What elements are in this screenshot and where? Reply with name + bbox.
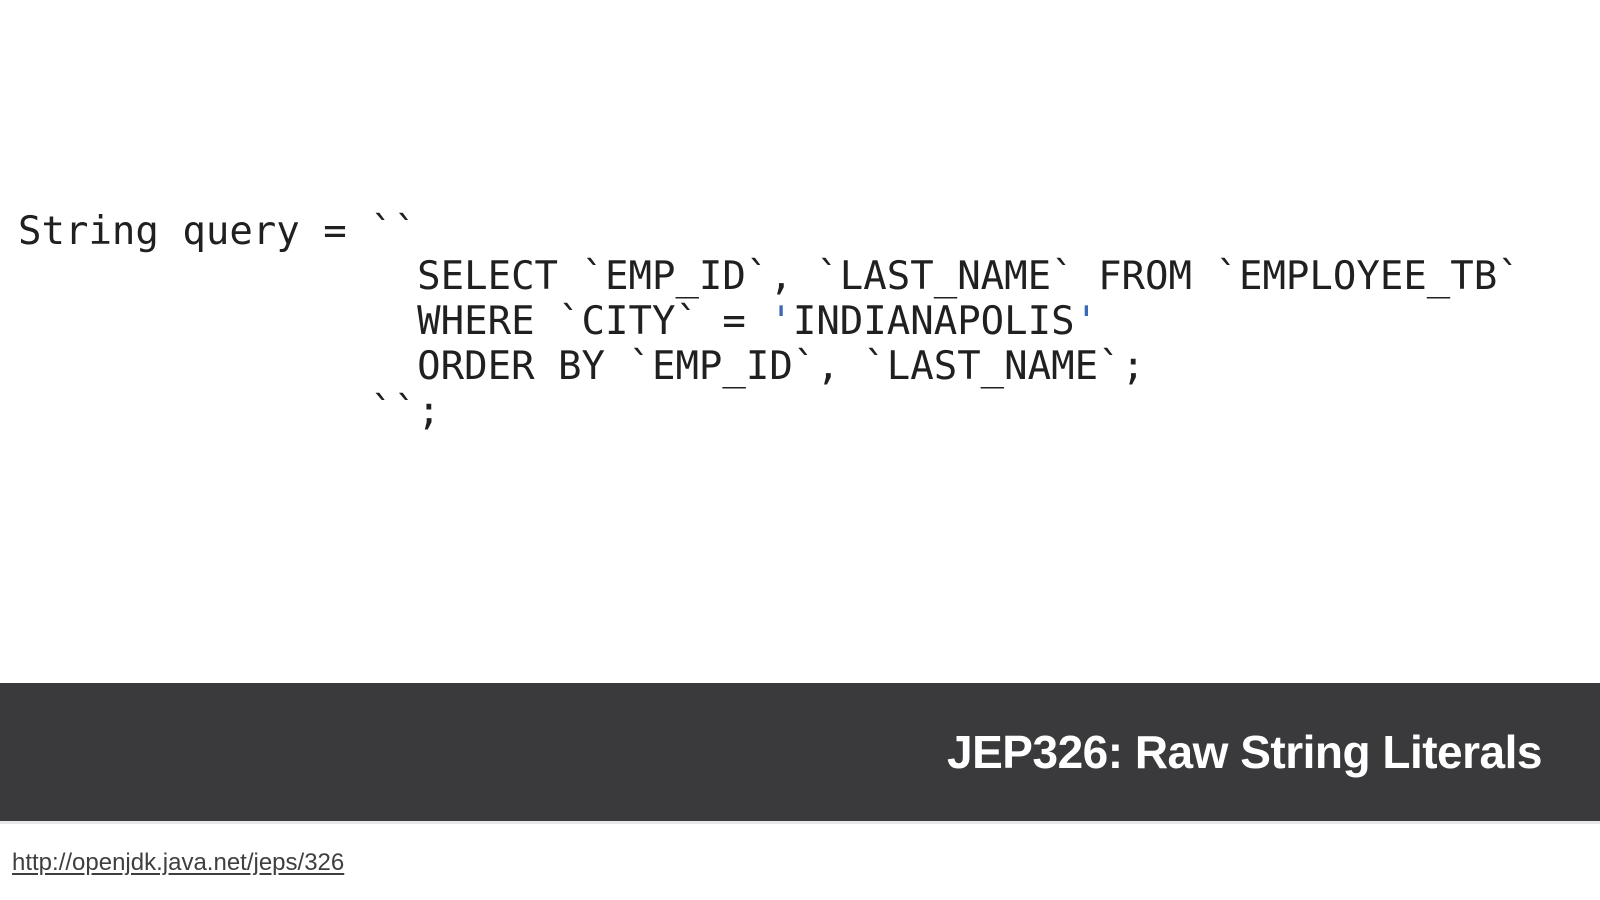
code-text: WHERE `CITY` = [18, 299, 770, 344]
string-delimiter: ' [1074, 299, 1099, 344]
code-text: ``; [18, 389, 441, 434]
code-line: ``; [18, 389, 1521, 434]
code-text: INDIANAPOLIS [792, 299, 1075, 344]
code-line: SELECT `EMP_ID`, `LAST_NAME` FROM `EMPLO… [18, 254, 1521, 299]
title-banner: JEP326: Raw String Literals [0, 683, 1600, 824]
code-block: String query = `` SELECT `EMP_ID`, `LAST… [18, 209, 1521, 434]
code-line: ORDER BY `EMP_ID`, `LAST_NAME`; [18, 344, 1521, 389]
code-text: String query = `` [18, 209, 418, 254]
code-text: SELECT `EMP_ID`, `LAST_NAME` FROM `EMPLO… [18, 254, 1521, 299]
string-delimiter: ' [769, 299, 793, 344]
code-line: String query = `` [18, 209, 1521, 254]
code-text: ORDER BY `EMP_ID`, `LAST_NAME`; [18, 344, 1146, 389]
code-line: WHERE `CITY` = 'INDIANAPOLIS' [18, 299, 1521, 344]
footer-link[interactable]: http://openjdk.java.net/jeps/326 [12, 849, 345, 876]
slide-title: JEP326: Raw String Literals [947, 726, 1542, 778]
